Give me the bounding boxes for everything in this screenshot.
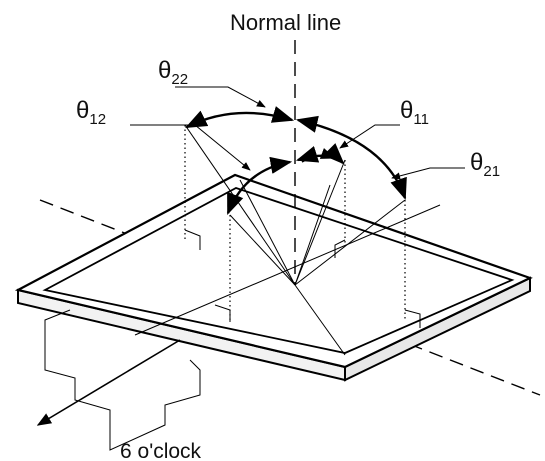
ray-theta21 xyxy=(294,199,406,286)
flex-connector xyxy=(44,309,201,451)
theta22-label: θ22 xyxy=(158,57,188,88)
arc-inner xyxy=(301,148,336,163)
theta21-label: θ21 xyxy=(470,149,500,180)
theta11-label: θ11 xyxy=(400,97,429,128)
leader-lines xyxy=(130,86,465,180)
display-area xyxy=(42,187,515,354)
angle-arcs xyxy=(185,106,407,216)
arc-theta12 xyxy=(226,156,293,216)
arc-theta22 xyxy=(185,106,295,129)
six-oclock-label: 6 o'clock xyxy=(120,440,202,461)
theta12-label: θ12 xyxy=(76,97,106,128)
center-line-front xyxy=(294,284,346,356)
ray-theta21-inner xyxy=(294,184,331,286)
lcd-panel xyxy=(14,173,533,382)
ray-theta12 xyxy=(229,214,296,286)
six-oclock-arrow xyxy=(36,339,181,426)
arc-theta11 xyxy=(295,143,345,165)
normal-line-label: Normal line xyxy=(230,10,341,35)
arc-theta21 xyxy=(295,115,407,201)
